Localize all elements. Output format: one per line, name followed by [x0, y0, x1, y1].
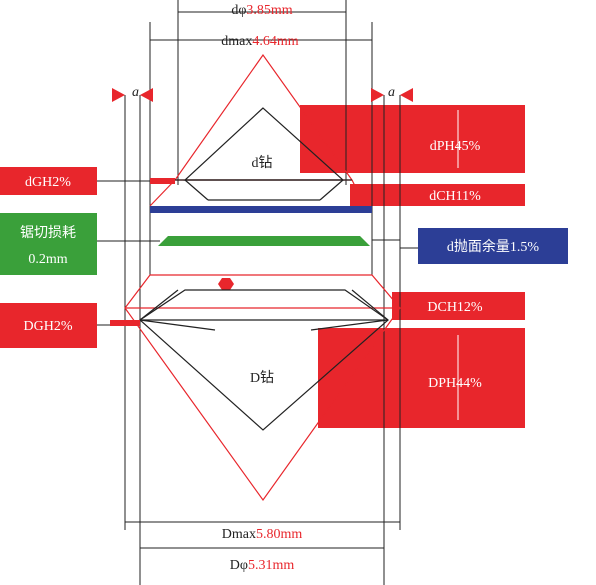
large-diamond-outline	[124, 274, 401, 502]
small-diamond	[175, 107, 352, 201]
polish-box	[418, 228, 568, 264]
center-mark	[218, 278, 234, 290]
dgh-marker	[150, 178, 175, 184]
polish-label: d抛面余量1.5%	[447, 238, 539, 255]
bottom-dphi-label: Dφ5.31mm	[230, 558, 295, 573]
dgh-box	[0, 167, 97, 195]
large-diamond	[139, 289, 389, 431]
bottom-dmax-label: Dmax5.80mm	[222, 527, 303, 542]
dph-panel	[300, 105, 525, 173]
DCH-panel	[392, 292, 525, 320]
top-dmax-label: dmax4.64mm	[221, 34, 298, 49]
DPH-label: DPH44%	[428, 376, 482, 391]
DPH-panel	[318, 328, 525, 428]
dch-label: dCH11%	[429, 189, 481, 204]
a-label-right: a	[388, 85, 395, 100]
saw-loss-band	[158, 236, 370, 246]
saw-loss-value: 0.2mm	[28, 252, 67, 267]
DGH-label: DGH2%	[24, 319, 73, 334]
DGH-marker	[110, 320, 140, 326]
saw-loss-label: 锯切损耗	[20, 225, 76, 241]
dimension-lines	[97, 0, 418, 585]
dph-label: dPH45%	[430, 139, 481, 154]
DGH-box	[0, 303, 97, 348]
a-markers	[112, 88, 413, 102]
dch-panel	[350, 184, 525, 206]
saw-loss-box	[0, 213, 97, 275]
large-diamond-label: D钻	[250, 370, 274, 386]
dgh-label: dGH2%	[25, 175, 71, 190]
small-diamond-label: d钻	[252, 155, 273, 171]
DCH-label: DCH12%	[427, 300, 483, 315]
polish-band	[150, 206, 372, 213]
a-label-left: a	[132, 85, 139, 100]
top-dphi-label: dφ3.85mm	[231, 3, 292, 18]
